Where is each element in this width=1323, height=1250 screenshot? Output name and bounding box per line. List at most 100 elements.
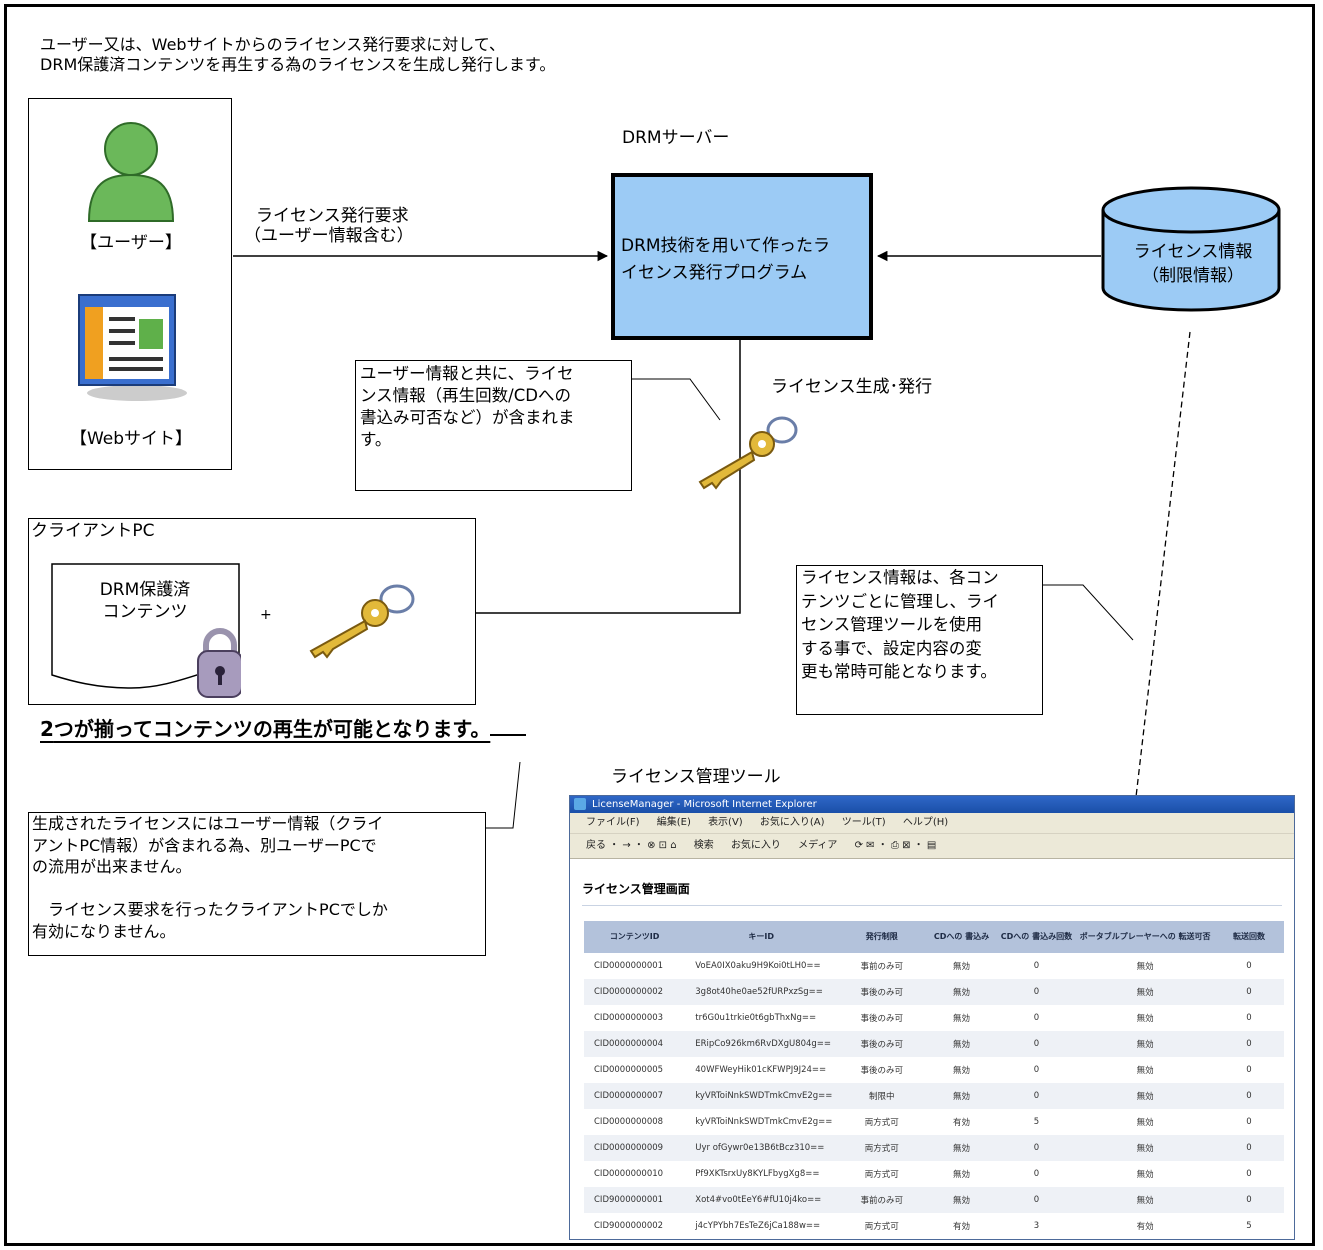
table-cell: CID0000000007 bbox=[584, 1083, 686, 1109]
menu-tools[interactable]: ツール(T) bbox=[841, 817, 886, 828]
table-cell: 無効 bbox=[1136, 1118, 1154, 1128]
back-button[interactable]: 戻る ・ → ・ ⊗ ⊡ ⌂ bbox=[586, 840, 677, 851]
note-manage-line: する事で、設定内容の変 bbox=[801, 638, 982, 658]
content-label: DRM保護済 コンテンツ bbox=[51, 579, 239, 623]
table-cell: Pf9XKTsrxUy8KYLFbygXg8== bbox=[695, 1169, 820, 1179]
request-label-line-1: ライセンス発行要求 bbox=[256, 206, 409, 226]
server-title: DRMサーバー bbox=[622, 128, 730, 148]
menu-bar: ファイル(F) 編集(E) 表示(V) お気に入り(A) ツール(T) ヘルプ(… bbox=[570, 813, 1294, 834]
column-header[interactable]: 発行制限 bbox=[837, 921, 927, 953]
table-cell: 0 bbox=[996, 1083, 1077, 1109]
table-cell: CID0000000005 bbox=[594, 1065, 664, 1075]
table-cell: 0 bbox=[1246, 1169, 1252, 1179]
column-header[interactable]: 転送回数 bbox=[1213, 921, 1284, 953]
table-cell: 事前のみ可 bbox=[837, 1187, 927, 1213]
page-heading: ライセンス管理画面 bbox=[582, 882, 690, 896]
window-title: LicenseManager - Microsoft Internet Expl… bbox=[592, 799, 817, 810]
column-header[interactable]: キーID bbox=[685, 921, 838, 953]
note-manage-leader bbox=[1043, 584, 1134, 641]
table-cell: 0 bbox=[1246, 961, 1252, 971]
table-cell: 事後のみ可 bbox=[837, 1031, 927, 1057]
menu-help[interactable]: ヘルプ(H) bbox=[902, 817, 949, 828]
diagram-frame bbox=[4, 4, 1315, 1246]
table-cell: 0 bbox=[1246, 1013, 1252, 1023]
table-cell: 無効 bbox=[926, 1031, 997, 1057]
content-label-line-2: コンテンツ bbox=[102, 602, 188, 622]
tool-dashed-arrow bbox=[1127, 331, 1191, 841]
table-cell: tr6G0u1trkie0t6gbThxNg== bbox=[695, 1013, 817, 1023]
note-manage: ライセンス情報は、各コン テンツごとに管理し、ライ センス管理ツールを使用 する… bbox=[796, 565, 1043, 715]
column-header[interactable]: コンテンツID bbox=[584, 921, 686, 953]
table-cell: 有効 bbox=[952, 1118, 970, 1128]
note-user-line: 有効になりません。 bbox=[32, 921, 176, 941]
table-row: CID0000000005 40WFWeyHik01cKFWPJ9J24== 事後の… bbox=[584, 1057, 1284, 1083]
column-header[interactable]: ポータブルプレーヤーへの 転送可否 bbox=[1076, 921, 1214, 953]
note-user-line: の流用が出来ません。 bbox=[32, 857, 192, 876]
table-cell: 無効 bbox=[952, 1014, 970, 1024]
table-cell: CID0000000002 bbox=[584, 979, 686, 1005]
table-cell: 無効 bbox=[1076, 979, 1214, 1005]
table-cell: 無効 bbox=[952, 962, 970, 972]
table-cell: CID0000000009 bbox=[584, 1135, 686, 1161]
table-cell: 0 bbox=[1246, 1117, 1252, 1127]
client-pc-box: クライアントPC DRM保護済 コンテンツ + bbox=[28, 518, 476, 705]
table-cell: 3 bbox=[1033, 1221, 1040, 1231]
favorites-button[interactable]: お気に入り bbox=[730, 840, 781, 851]
database-cylinder bbox=[1101, 186, 1281, 312]
search-button[interactable]: 検索 bbox=[693, 840, 714, 851]
table-cell: CID0000000004 bbox=[584, 1031, 686, 1057]
issue-label: ライセンス生成･発行 bbox=[771, 377, 933, 397]
table-cell: 事後のみ可 bbox=[860, 1066, 904, 1076]
note-user-leader bbox=[486, 761, 521, 829]
table-cell: 無効 bbox=[1136, 962, 1154, 972]
table-cell: 無効 bbox=[952, 1066, 970, 1076]
user-label: 【ユーザー】 bbox=[80, 233, 182, 253]
column-header[interactable]: CDへの 書込み回数 bbox=[996, 921, 1077, 953]
database-label-line-2: （制限情報） bbox=[1142, 266, 1244, 286]
menu-view[interactable]: 表示(V) bbox=[708, 817, 743, 828]
table-cell: CID9000000002 bbox=[594, 1221, 664, 1231]
table-cell: 40WFWeyHik01cKFWPJ9J24== bbox=[695, 1065, 827, 1075]
note-manage-line: テンツごとに管理し、ライ bbox=[801, 591, 999, 611]
table-cell: 無効 bbox=[1136, 1170, 1154, 1180]
table-cell: 5 bbox=[1246, 1221, 1252, 1231]
menu-favorites[interactable]: お気に入り(A) bbox=[759, 817, 825, 828]
table-cell: 0 bbox=[996, 1135, 1077, 1161]
menu-edit[interactable]: 編集(E) bbox=[656, 817, 691, 828]
table-cell: kyVRToiNnkSWDTmkCmvE2g== bbox=[685, 1083, 838, 1109]
note-license-line: す。 bbox=[360, 430, 392, 449]
menu-file[interactable]: ファイル(F) bbox=[586, 817, 640, 828]
intro-line-1: ユーザー又は、Webサイトからのライセンス発行要求に対して、 bbox=[40, 35, 505, 54]
table-cell: 無効 bbox=[926, 1187, 997, 1213]
table-cell: 0 bbox=[1213, 1135, 1284, 1161]
database-label: ライセンス情報 （制限情報） bbox=[1104, 240, 1282, 288]
note-manage-line: ライセンス情報は、各コン bbox=[801, 568, 999, 587]
note-user-line bbox=[32, 878, 482, 900]
note-license-leader bbox=[632, 378, 721, 421]
table-cell: 無効 bbox=[926, 979, 997, 1005]
table-cell: Xot4#vo0tEeY6#fU10j4ko== bbox=[685, 1187, 838, 1213]
table-cell: 無効 bbox=[1076, 1187, 1214, 1213]
heading-divider bbox=[582, 905, 1282, 906]
table-cell: 0 bbox=[1033, 1065, 1040, 1075]
table-cell: 無効 bbox=[952, 1170, 970, 1180]
table-cell: 0 bbox=[996, 979, 1077, 1005]
table-cell: kyVRToiNnkSWDTmkCmvE2g== bbox=[695, 1117, 833, 1127]
table-cell: CID0000000010 bbox=[594, 1169, 664, 1179]
toolbar-icons[interactable]: ⟳ ✉ ・ ⎙ ⊠ ・ ▤ bbox=[854, 840, 937, 851]
table-cell: 0 bbox=[1246, 1065, 1252, 1075]
database-label-line-1: ライセンス情報 bbox=[1133, 242, 1253, 262]
table-cell: 両方式可 bbox=[864, 1222, 899, 1232]
table-cell: 制限中 bbox=[837, 1083, 927, 1109]
media-button[interactable]: メディア bbox=[798, 840, 838, 851]
website-label: 【Webサイト】 bbox=[69, 429, 193, 449]
column-header[interactable]: CDへの 書込み bbox=[926, 921, 997, 953]
table-cell: 無効 bbox=[1136, 1066, 1154, 1076]
